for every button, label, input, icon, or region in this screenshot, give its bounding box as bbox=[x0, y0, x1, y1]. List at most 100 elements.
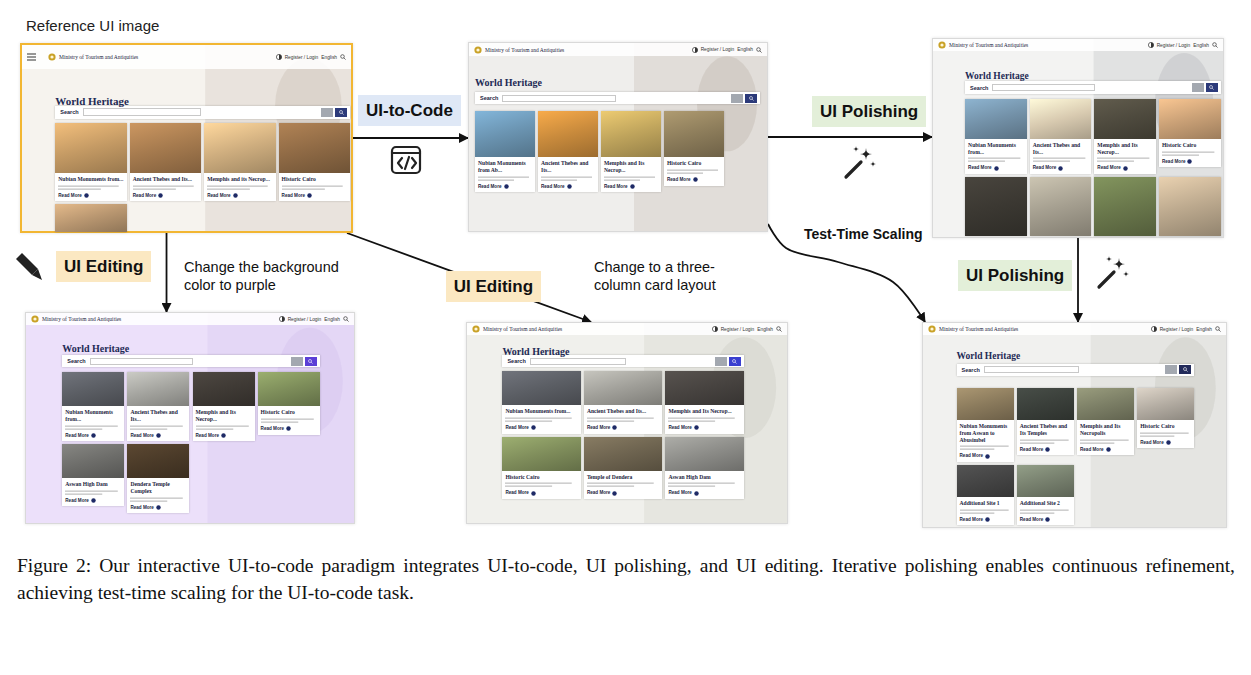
search-label: Search bbox=[965, 85, 988, 91]
read-more-row: Read More bbox=[664, 176, 724, 186]
read-more-row: Read More bbox=[601, 183, 661, 193]
page-title: World Heritage bbox=[475, 72, 542, 90]
filter-button bbox=[731, 94, 743, 103]
read-more-row: Read More bbox=[538, 183, 598, 193]
figure-heading: Reference UI image bbox=[26, 17, 159, 34]
read-more-dot bbox=[567, 184, 572, 189]
search-bar: Search bbox=[62, 355, 319, 367]
edit-instruction: Change to a three-column card layout bbox=[594, 258, 734, 294]
search-icon bbox=[340, 54, 346, 60]
card-description-lines bbox=[475, 175, 535, 183]
search-input bbox=[992, 84, 1094, 92]
card-description-lines bbox=[538, 175, 598, 183]
read-more-dot bbox=[91, 433, 96, 438]
card-title: Memphis and Its Necrop... bbox=[193, 406, 255, 423]
edit-instruction-text: Change the background color to purple bbox=[184, 259, 339, 293]
site-card: Ancient Thebes and Its...Read More bbox=[584, 371, 663, 433]
read-more-link: Read More bbox=[1033, 165, 1057, 171]
site-header: Ministry of Tourism and AntiquitiesRegis… bbox=[26, 313, 354, 325]
read-more-link: Read More bbox=[1140, 440, 1164, 446]
site-card: Nubian Monuments from...Read More bbox=[502, 371, 581, 433]
card-photo bbox=[1017, 465, 1074, 497]
card-photo bbox=[1159, 177, 1221, 236]
card-photo bbox=[62, 444, 124, 478]
scaling-label: Test-Time Scaling bbox=[802, 226, 925, 243]
search-label: Search bbox=[62, 358, 85, 364]
login-link: Register / Login bbox=[701, 47, 735, 52]
read-more-row: Read More bbox=[1159, 158, 1221, 168]
ui-screenshot: Ministry of Tourism and AntiquitiesRegis… bbox=[466, 322, 788, 524]
read-more-dot bbox=[693, 177, 698, 182]
read-more-link: Read More bbox=[65, 433, 89, 439]
read-more-link: Read More bbox=[282, 193, 306, 199]
card-title: Nubian Monuments from... bbox=[62, 406, 124, 423]
magic-wand-icon bbox=[846, 146, 876, 177]
step-label-text: UI-to-Code bbox=[366, 101, 453, 120]
read-more-dot bbox=[994, 166, 999, 171]
card-title: Historic Cairo bbox=[502, 471, 581, 482]
search-button-icon bbox=[749, 96, 754, 101]
search-bar: Search bbox=[957, 364, 1195, 376]
read-more-dot bbox=[156, 433, 161, 438]
site-logo bbox=[474, 46, 482, 54]
read-more-dot bbox=[84, 193, 89, 198]
read-more-row: Read More bbox=[1017, 516, 1074, 526]
search-input bbox=[90, 358, 193, 365]
search-button bbox=[745, 94, 757, 103]
read-more-link: Read More bbox=[587, 490, 611, 496]
card-description-lines bbox=[1159, 150, 1221, 158]
read-more-dot bbox=[612, 425, 617, 430]
search-button-icon bbox=[308, 359, 313, 364]
site-name: Ministry of Tourism and Antiquities bbox=[483, 326, 562, 332]
site-header: Ministry of Tourism and AntiquitiesRegis… bbox=[923, 323, 1226, 335]
read-more-link: Read More bbox=[133, 193, 157, 199]
read-more-dot bbox=[531, 491, 536, 496]
search-button bbox=[335, 108, 347, 117]
card-title: Historic Cairo bbox=[1137, 420, 1194, 431]
search-icon bbox=[776, 326, 782, 332]
page-title-text: World Heritage bbox=[502, 346, 569, 357]
card-title: Historic Cairo bbox=[664, 157, 724, 168]
language-menu: English bbox=[1196, 327, 1212, 332]
site-card: Ancient Thebes and Its...Read More bbox=[1030, 99, 1092, 174]
card-description-lines bbox=[1094, 156, 1156, 164]
card-title: Historic Cairo bbox=[279, 173, 350, 184]
card-photo bbox=[55, 123, 126, 173]
flow-arrow bbox=[353, 137, 468, 139]
site-logo bbox=[31, 315, 39, 323]
read-more-dot bbox=[233, 193, 238, 198]
read-more-dot bbox=[1187, 159, 1192, 164]
page-title-text: World Heritage bbox=[957, 351, 1021, 361]
site-logo bbox=[928, 325, 936, 333]
read-more-dot bbox=[612, 491, 617, 496]
search-icon bbox=[1215, 326, 1221, 332]
read-more-row: Read More bbox=[665, 424, 744, 434]
card-title: Ancient Thebes and Its... bbox=[130, 173, 201, 184]
code-icon bbox=[392, 147, 420, 173]
flow-arrow bbox=[768, 136, 932, 138]
card-photo bbox=[204, 123, 275, 173]
read-more-dot bbox=[1045, 447, 1050, 452]
search-button-icon bbox=[1183, 367, 1188, 372]
site-card: Ancient Thebes and Its...Read More bbox=[127, 372, 189, 441]
read-more-dot bbox=[694, 491, 699, 496]
site-name: Ministry of Tourism and Antiquities bbox=[949, 42, 1028, 48]
read-more-dot bbox=[985, 454, 990, 459]
read-more-row: Read More bbox=[1017, 446, 1074, 456]
step-label-text: UI Editing bbox=[64, 257, 143, 276]
read-more-dot bbox=[286, 426, 291, 431]
card-description-lines bbox=[258, 417, 320, 425]
image-card bbox=[1030, 177, 1092, 236]
read-more-row: Read More bbox=[502, 424, 581, 434]
search-input bbox=[83, 108, 201, 116]
read-more-dot bbox=[630, 184, 635, 189]
step-label-text: Test-Time Scaling bbox=[804, 226, 923, 242]
read-more-link: Read More bbox=[58, 193, 82, 199]
flow-arrow bbox=[347, 233, 591, 322]
image-card bbox=[1159, 177, 1221, 236]
card-description-lines bbox=[279, 184, 350, 192]
card-photo bbox=[965, 177, 1027, 236]
card-photo bbox=[1017, 388, 1074, 420]
site-card: Historic CairoRead More bbox=[664, 111, 724, 185]
read-more-link: Read More bbox=[505, 490, 529, 496]
